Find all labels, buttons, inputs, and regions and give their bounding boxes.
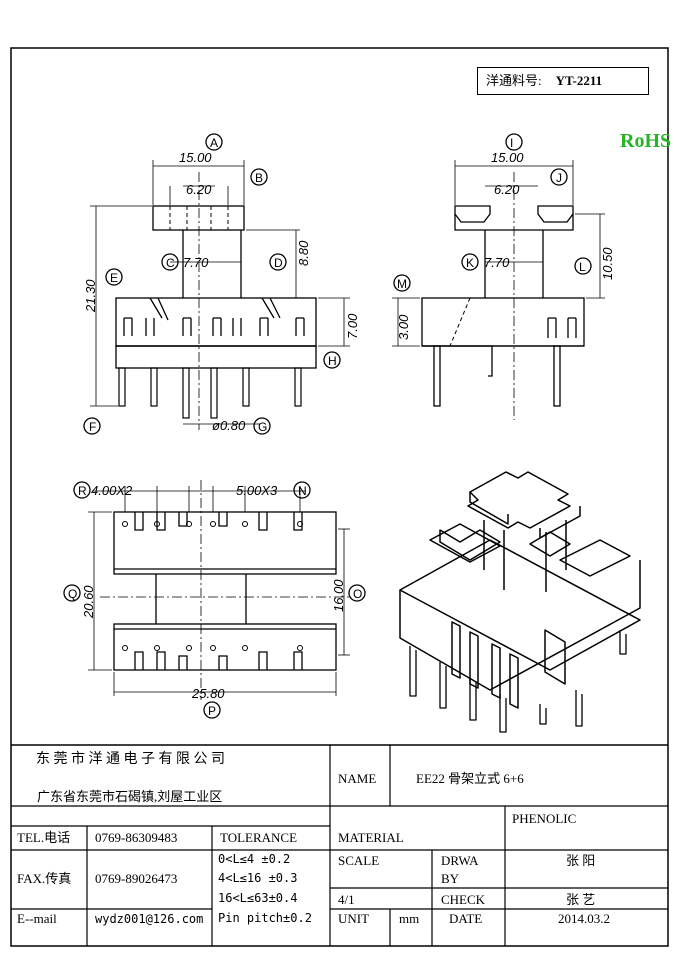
tolerance-row-2: 4<L≤16 ±0.3 [218, 871, 298, 885]
side-view [392, 133, 605, 420]
balloon-c: C [166, 256, 175, 270]
company-name: 东 莞 市 洋 通 电 子 有 限 公 司 [36, 752, 225, 767]
dim-o-text: 16.00 [331, 579, 346, 612]
drawn-by-label-2: BY [441, 871, 460, 886]
dim-i-text: 15.00 [491, 150, 524, 165]
name-value: EE22 骨架立式 6+6 [416, 771, 524, 786]
dim-m-text: 3.00 [396, 314, 411, 340]
tolerance-row-3: 16<L≤63±0.4 [218, 891, 298, 905]
fax-value: 0769-89026473 [95, 871, 178, 886]
dim-b-text: 6.20 [186, 182, 212, 197]
dim-d-text: 8.80 [296, 240, 311, 266]
dim-j-text: 6.20 [494, 182, 520, 197]
dim-a-text: 15.00 [179, 150, 212, 165]
dim-r-text: 4.00X2 [91, 483, 133, 498]
check-label: CHECK [441, 892, 486, 907]
balloon-g: G [258, 420, 267, 434]
bottom-view-labels: 4.00X2 5.00X3 20.60 16.00 25.80 R N Q O … [68, 483, 362, 718]
scale-value: 4/1 [338, 892, 355, 907]
balloon-p: P [208, 704, 216, 718]
balloon-q: Q [68, 587, 77, 601]
drawn-by-label-1: DRWA [441, 853, 479, 868]
balloon-a: A [210, 136, 218, 150]
part-number-label: 洋通料号: [486, 73, 542, 88]
drawing-frame [10, 47, 669, 947]
balloon-o: O [353, 587, 362, 601]
isometric-view [399, 471, 641, 733]
tolerance-row-4: Pin pitch±0.2 [218, 911, 312, 925]
unit-value: mm [399, 911, 420, 926]
date-value: 2014.03.2 [558, 911, 610, 926]
rohs-mark: RoHS [620, 130, 672, 152]
drawn-by-value: 张 阳 [566, 853, 596, 868]
dim-g-text: ø0.80 [212, 418, 246, 433]
tolerance-row-1: 0<L≤4 ±0.2 [218, 852, 291, 866]
unit-label: UNIT [338, 911, 370, 926]
dim-c-text: 7.70 [183, 255, 209, 270]
balloon-l: L [579, 260, 586, 274]
tel-label: TEL.电话 [17, 830, 71, 845]
company-address: 广东省东莞市石碣镇,刘屋工业区 [37, 789, 223, 804]
balloon-k: K [466, 256, 474, 270]
balloon-d: D [274, 256, 283, 270]
balloon-r: R [78, 484, 87, 498]
name-label: NAME [338, 771, 377, 786]
balloon-e: E [110, 271, 118, 285]
dim-p-text: 25.80 [191, 686, 225, 701]
balloon-f: F [89, 420, 96, 434]
part-number-value: YT-2211 [555, 73, 603, 88]
email-label: E--mail [17, 911, 57, 926]
part-number-box: 洋通料号: YT-2211 [477, 67, 649, 95]
dim-n-text: 5.00X3 [236, 483, 278, 498]
tolerance-label: TOLERANCE [220, 830, 298, 845]
dim-k-text: 7.70 [484, 255, 510, 270]
front-view-labels: 15.00 6.20 7.70 8.80 21.30 7.00 ø0.80 A … [83, 136, 360, 434]
date-label: DATE [449, 911, 483, 926]
dim-l-text: 10.50 [600, 247, 615, 280]
front-view [83, 133, 350, 435]
email-value: wydz001@126.com [95, 912, 204, 926]
balloon-i: I [510, 136, 513, 150]
material-value: PHENOLIC [512, 811, 577, 826]
bottom-view [63, 480, 366, 719]
dim-q-text: 20.60 [81, 585, 96, 619]
side-view-labels: 15.00 6.20 7.70 10.50 3.00 I J K L M [396, 136, 615, 340]
balloon-b: B [255, 171, 263, 185]
balloon-j: J [556, 171, 562, 185]
material-label: MATERIAL [338, 830, 404, 845]
balloon-n: N [298, 484, 307, 498]
tel-value: 0769-86309483 [95, 830, 178, 845]
scale-label: SCALE [338, 853, 380, 868]
dim-h-text: 7.00 [345, 313, 360, 339]
fax-label: FAX.传真 [17, 871, 72, 886]
check-value: 张 艺 [566, 892, 596, 907]
balloon-h: H [328, 354, 337, 368]
dim-e-text: 21.30 [83, 279, 98, 313]
balloon-m: M [397, 277, 407, 291]
